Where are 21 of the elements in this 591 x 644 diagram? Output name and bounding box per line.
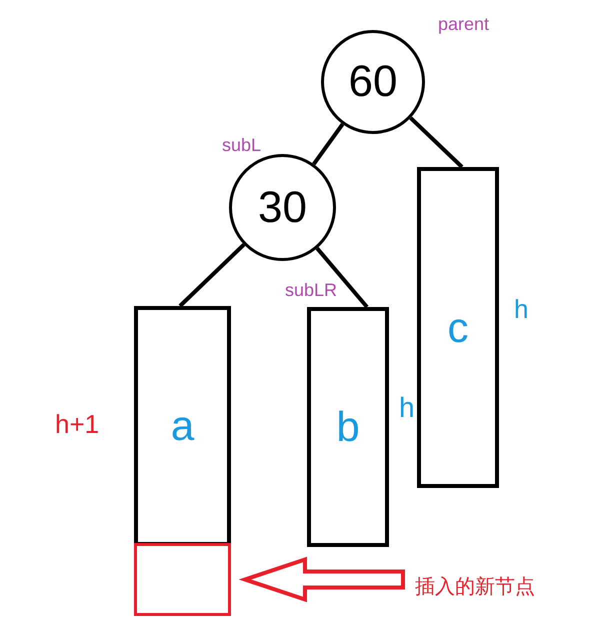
tree-edge [312, 123, 344, 166]
tree-edge [178, 243, 246, 308]
subtree-box [417, 167, 499, 488]
node-value: 30 [258, 186, 307, 230]
annotation-text: 插入的新节点 [415, 577, 535, 597]
new-node-box [134, 543, 231, 616]
subtree-label: c [448, 306, 468, 348]
node-annotation: h+1 [55, 408, 100, 440]
subtree-box [134, 306, 231, 546]
subtree-label: a [170, 405, 194, 447]
subtree-label: b [336, 406, 360, 448]
node-annotation: h [399, 391, 415, 425]
block-arrow [238, 556, 405, 602]
node-annotation: subL [222, 134, 262, 156]
tree-edge [316, 246, 369, 308]
node-annotation: subLR [285, 279, 338, 302]
subtree-box [307, 307, 389, 547]
node-annotation: parent [438, 13, 490, 36]
node-annotation: h [514, 293, 528, 326]
tree-edge [409, 116, 464, 168]
node-value: 60 [348, 60, 398, 104]
